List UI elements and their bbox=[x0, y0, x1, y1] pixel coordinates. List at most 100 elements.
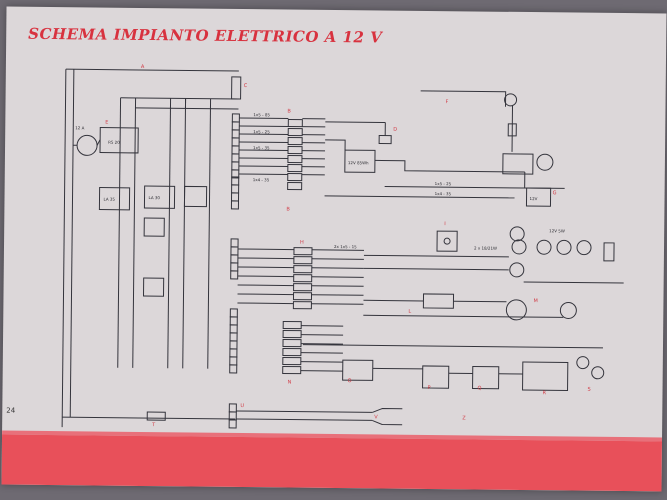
fuse-label: 12 A bbox=[75, 125, 84, 130]
bottom-wire bbox=[236, 410, 373, 413]
connector-block-2 bbox=[282, 338, 302, 348]
relay-4 bbox=[183, 185, 208, 208]
horn bbox=[504, 93, 518, 107]
harness-wire bbox=[117, 97, 122, 368]
wire bbox=[363, 299, 424, 302]
terminal-strip bbox=[230, 262, 239, 272]
mid-wire bbox=[311, 276, 364, 278]
lamp-connector bbox=[603, 242, 615, 262]
lamp bbox=[511, 239, 527, 255]
fuse-holder bbox=[287, 119, 303, 128]
relay-6 bbox=[142, 277, 165, 297]
gauge-2 bbox=[591, 366, 605, 380]
connector-block bbox=[293, 283, 313, 292]
connector-block-2 bbox=[282, 365, 302, 375]
strip-wire bbox=[239, 125, 289, 128]
regulator-label: 12V 85Wh bbox=[348, 160, 369, 165]
wire bbox=[302, 344, 603, 349]
label-U: U bbox=[240, 403, 244, 409]
mid-wire bbox=[311, 258, 364, 260]
terminal-strip bbox=[229, 332, 238, 342]
fuse-holder bbox=[287, 164, 303, 173]
terminal-strip bbox=[229, 340, 238, 350]
mid-wire bbox=[311, 294, 364, 296]
label-T: T bbox=[151, 422, 156, 428]
mid-wire bbox=[311, 249, 364, 251]
terminal-strip bbox=[228, 403, 237, 413]
wire bbox=[324, 195, 515, 199]
wire bbox=[363, 314, 564, 318]
mid-wire bbox=[237, 293, 294, 296]
terminal-strip bbox=[230, 254, 239, 264]
terminal-strip bbox=[231, 137, 240, 147]
fuse-right bbox=[507, 123, 517, 137]
lamp-label-1: 12V 5W bbox=[549, 228, 565, 233]
connector-block-2 bbox=[282, 329, 302, 339]
harness-wire bbox=[132, 97, 137, 368]
terminal-strip bbox=[229, 308, 238, 318]
lamp bbox=[576, 240, 592, 256]
fuse-holder bbox=[287, 137, 303, 146]
connector-block-2 bbox=[282, 347, 302, 357]
label-H: H bbox=[300, 240, 304, 246]
wire bbox=[325, 121, 386, 124]
speedometer bbox=[522, 361, 569, 391]
generator bbox=[76, 134, 98, 156]
label-L: L bbox=[408, 309, 411, 315]
label-A: A bbox=[141, 64, 145, 70]
wire bbox=[372, 408, 403, 413]
switch-square bbox=[436, 230, 458, 252]
terminal-strip bbox=[230, 200, 240, 210]
label-R: R bbox=[542, 390, 546, 396]
gauge bbox=[576, 356, 590, 370]
wire-label-right-2: 1x4 - 35 bbox=[435, 191, 452, 196]
wire bbox=[523, 281, 624, 284]
mid-wire bbox=[237, 257, 294, 260]
wire bbox=[363, 267, 509, 271]
pump-motor bbox=[505, 299, 527, 321]
strip-wire bbox=[238, 165, 288, 168]
lamp-unit bbox=[422, 293, 455, 309]
mid-wire bbox=[311, 285, 364, 287]
relay-3 bbox=[143, 185, 176, 209]
lamp bbox=[509, 262, 525, 278]
starter-motor bbox=[502, 153, 534, 175]
label-D: D bbox=[393, 127, 397, 133]
label-C: C bbox=[244, 83, 248, 89]
harness-wire bbox=[167, 98, 172, 369]
strip-wire bbox=[239, 133, 289, 136]
mid-wire bbox=[237, 248, 294, 251]
label-G: G bbox=[553, 190, 557, 196]
label-I: I bbox=[444, 221, 446, 227]
label-V: V bbox=[374, 414, 378, 420]
wires bbox=[61, 68, 624, 428]
terminal-strip bbox=[229, 364, 238, 374]
connector-block-2 bbox=[282, 320, 302, 330]
terminal-strip bbox=[231, 129, 240, 139]
connector-block bbox=[293, 265, 313, 274]
starter-solenoid bbox=[536, 153, 554, 171]
fuse-holder bbox=[287, 182, 303, 191]
left-frame-wire-2 bbox=[69, 69, 75, 418]
wire bbox=[363, 254, 509, 258]
terminal-strip bbox=[229, 316, 238, 326]
strip-wire bbox=[239, 117, 289, 120]
label-O: O bbox=[348, 378, 352, 384]
wire-label-top: 1x5 - 85 bbox=[253, 112, 270, 117]
label-Z: Z bbox=[462, 415, 466, 421]
relay-small bbox=[378, 134, 392, 145]
connector-block bbox=[293, 274, 313, 283]
instrument-unit bbox=[422, 365, 450, 389]
wire bbox=[374, 159, 525, 173]
terminal-strip bbox=[231, 161, 240, 171]
strip-wire bbox=[239, 141, 289, 144]
terminal-strip bbox=[231, 121, 240, 131]
lamp bbox=[536, 239, 552, 255]
battery bbox=[525, 187, 552, 207]
lamp bbox=[556, 239, 572, 255]
terminal-strip bbox=[231, 169, 240, 179]
label-Q: Q bbox=[478, 386, 482, 392]
bottom-wire bbox=[236, 418, 373, 421]
flasher-unit bbox=[342, 359, 374, 381]
